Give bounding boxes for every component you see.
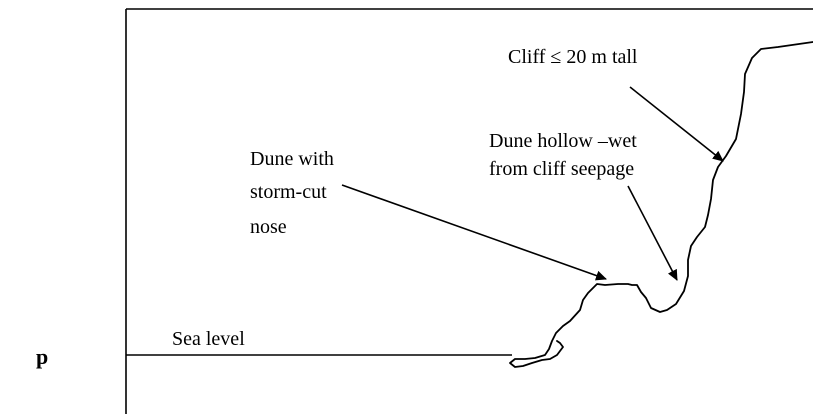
- cliff-arrow: [629, 86, 724, 162]
- dune-hollow-arrow: [627, 185, 678, 281]
- cliff-dune-profile: [509, 41, 813, 368]
- dune-label-line3: nose: [250, 216, 287, 238]
- dune-hollow-label-line2: from cliff seepage: [489, 158, 634, 180]
- sea-level-label: Sea level: [172, 328, 245, 350]
- side-marker: p: [36, 344, 48, 369]
- dune-label-line2: storm-cut: [250, 181, 327, 203]
- dune-nose-arrow: [341, 184, 607, 281]
- dune-label-line1: Dune with: [250, 148, 334, 170]
- dune-hollow-label-line1: Dune hollow –wet: [489, 130, 637, 152]
- cliff-label: Cliff ≤ 20 m tall: [508, 46, 638, 68]
